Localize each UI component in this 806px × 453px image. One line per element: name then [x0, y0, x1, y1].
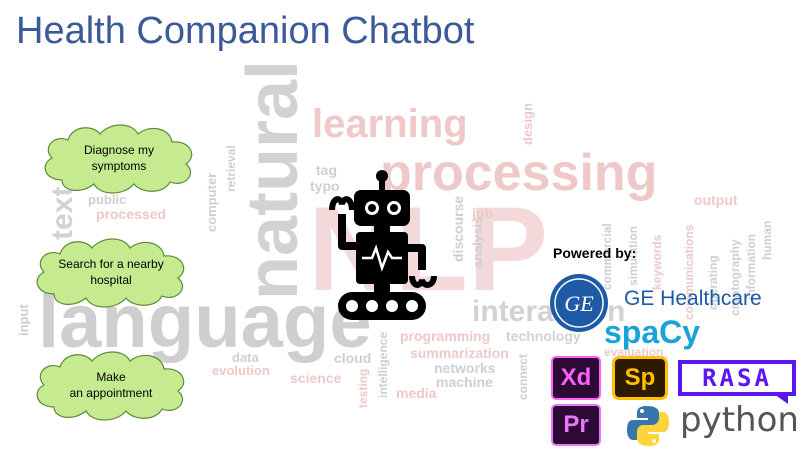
- wc-media: media: [396, 385, 437, 401]
- adobe-xd-logo: Xd: [551, 356, 601, 400]
- wc-design: design: [520, 103, 535, 145]
- wc-programming: programming: [400, 328, 491, 344]
- rasa-logo: RASA: [678, 360, 796, 396]
- wc-processing: processing: [380, 144, 658, 202]
- wc-tag: tag: [316, 162, 337, 178]
- option-label: Make an appointment: [69, 370, 153, 400]
- pr-label: Pr: [563, 411, 589, 438]
- spacy-logo: spaCy: [604, 314, 701, 350]
- wc-connect: connect: [516, 353, 530, 400]
- option-label: Diagnose my symptoms: [83, 143, 155, 173]
- page-title: Health Companion Chatbot: [16, 10, 475, 52]
- sp-label: Sp: [624, 364, 656, 391]
- xd-label: Xd: [560, 364, 592, 391]
- wc-keywords: keywords: [650, 234, 664, 290]
- option-label: Search for a nearby hospital: [58, 257, 164, 287]
- wc-human: human: [760, 220, 774, 260]
- python-name: python: [680, 400, 799, 440]
- adobe-pr-logo: Pr: [551, 404, 601, 446]
- python-logo-icon: [627, 406, 669, 446]
- wc-natural: natural: [233, 59, 313, 300]
- robot-icon: [329, 170, 437, 320]
- option-diagnose-symptoms[interactable]: Diagnose my symptoms: [34, 118, 204, 198]
- ge-monogram: GE: [564, 291, 594, 316]
- wc-networks: networks: [434, 360, 496, 376]
- wc-evaluation: evaluation: [604, 345, 664, 359]
- wc-testing: testing: [356, 368, 370, 408]
- wc-data: data: [232, 350, 259, 365]
- wc-public: public: [88, 192, 127, 207]
- cloud-shape-icon: [36, 238, 185, 308]
- wc-analysis: analysis: [470, 216, 485, 268]
- wc-cloud: cloud: [334, 350, 372, 366]
- wc-job: job: [472, 205, 493, 221]
- wc-evolution: evolution: [212, 363, 270, 378]
- wc-output: output: [694, 192, 738, 208]
- wc-summarization: summarization: [410, 345, 509, 361]
- option-make-appointment[interactable]: Make an appointment: [26, 345, 196, 425]
- wc-processed: processed: [96, 206, 167, 222]
- wc-science: science: [290, 370, 342, 386]
- rasa-tail-icon: [774, 394, 788, 404]
- wc-learning: learning: [312, 102, 468, 146]
- adobe-sp-logo: Sp: [612, 356, 668, 400]
- wc-discourse: discourse: [450, 195, 466, 262]
- wc-retrieval: retrieval: [224, 145, 238, 192]
- wc-computer: computer: [204, 172, 219, 232]
- wc-intelligence: intelligence: [376, 331, 390, 398]
- wc-machine: machine: [436, 374, 493, 390]
- cloud-shape-icon: [36, 351, 185, 421]
- wc-technology: technology: [506, 328, 581, 344]
- wc-typo: typo: [310, 178, 340, 194]
- cloud-shape-icon: [44, 124, 193, 194]
- rasa-label: RASA: [702, 364, 772, 392]
- option-search-hospital[interactable]: Search for a nearby hospital: [26, 232, 196, 312]
- powered-by-label: Powered by:: [553, 245, 637, 261]
- ge-logo-icon: GE: [550, 274, 608, 332]
- ge-healthcare-name: GE Healthcare: [624, 287, 762, 310]
